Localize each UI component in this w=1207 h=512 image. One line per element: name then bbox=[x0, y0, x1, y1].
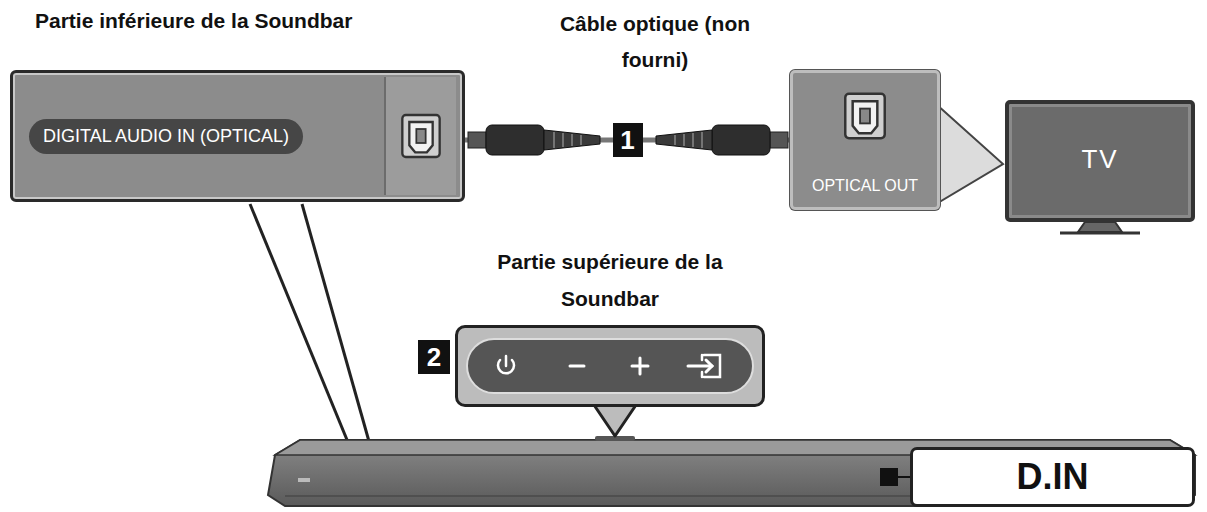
port-label: DIGITAL AUDIO IN (OPTICAL) bbox=[29, 119, 303, 154]
optical-plug bbox=[656, 125, 788, 155]
tv-screen: TV bbox=[1005, 100, 1195, 222]
control-buttons bbox=[466, 337, 754, 395]
callout-pointer bbox=[592, 402, 638, 436]
callout-number: 2 bbox=[418, 340, 450, 374]
device-label: TV bbox=[1009, 144, 1191, 175]
port-label: OPTICAL OUT bbox=[793, 177, 937, 195]
soundbar-logo bbox=[298, 478, 310, 482]
optical-port bbox=[828, 79, 902, 153]
callout-number: 1 bbox=[613, 123, 643, 157]
soundbar-bottom-panel: Partie inférieure de la SoundbarDIGITAL … bbox=[10, 70, 465, 202]
tv-port-panel: OPTICAL OUT bbox=[790, 70, 940, 210]
optical-plug bbox=[468, 125, 600, 155]
display-label: D.IN bbox=[913, 456, 1192, 498]
leader-line bbox=[302, 204, 372, 452]
indicator-square bbox=[880, 468, 898, 486]
cable-label: Câble optique (non fourni) bbox=[545, 6, 765, 78]
callout-pointer bbox=[936, 104, 1003, 204]
button-panel bbox=[455, 325, 765, 407]
panel-heading: Partie inférieure de la Soundbar bbox=[35, 9, 352, 33]
tv-stand bbox=[1078, 222, 1122, 232]
soundbar-body bbox=[268, 440, 1195, 506]
input-indicator-box: D.IN bbox=[910, 447, 1195, 507]
panel-heading: Partie supérieure de la Soundbar bbox=[455, 243, 765, 317]
soundbar-top-panel: Partie supérieure de la Soundbar bbox=[455, 245, 765, 407]
tv-stand-base bbox=[1060, 232, 1140, 235]
optical-port bbox=[384, 77, 456, 195]
